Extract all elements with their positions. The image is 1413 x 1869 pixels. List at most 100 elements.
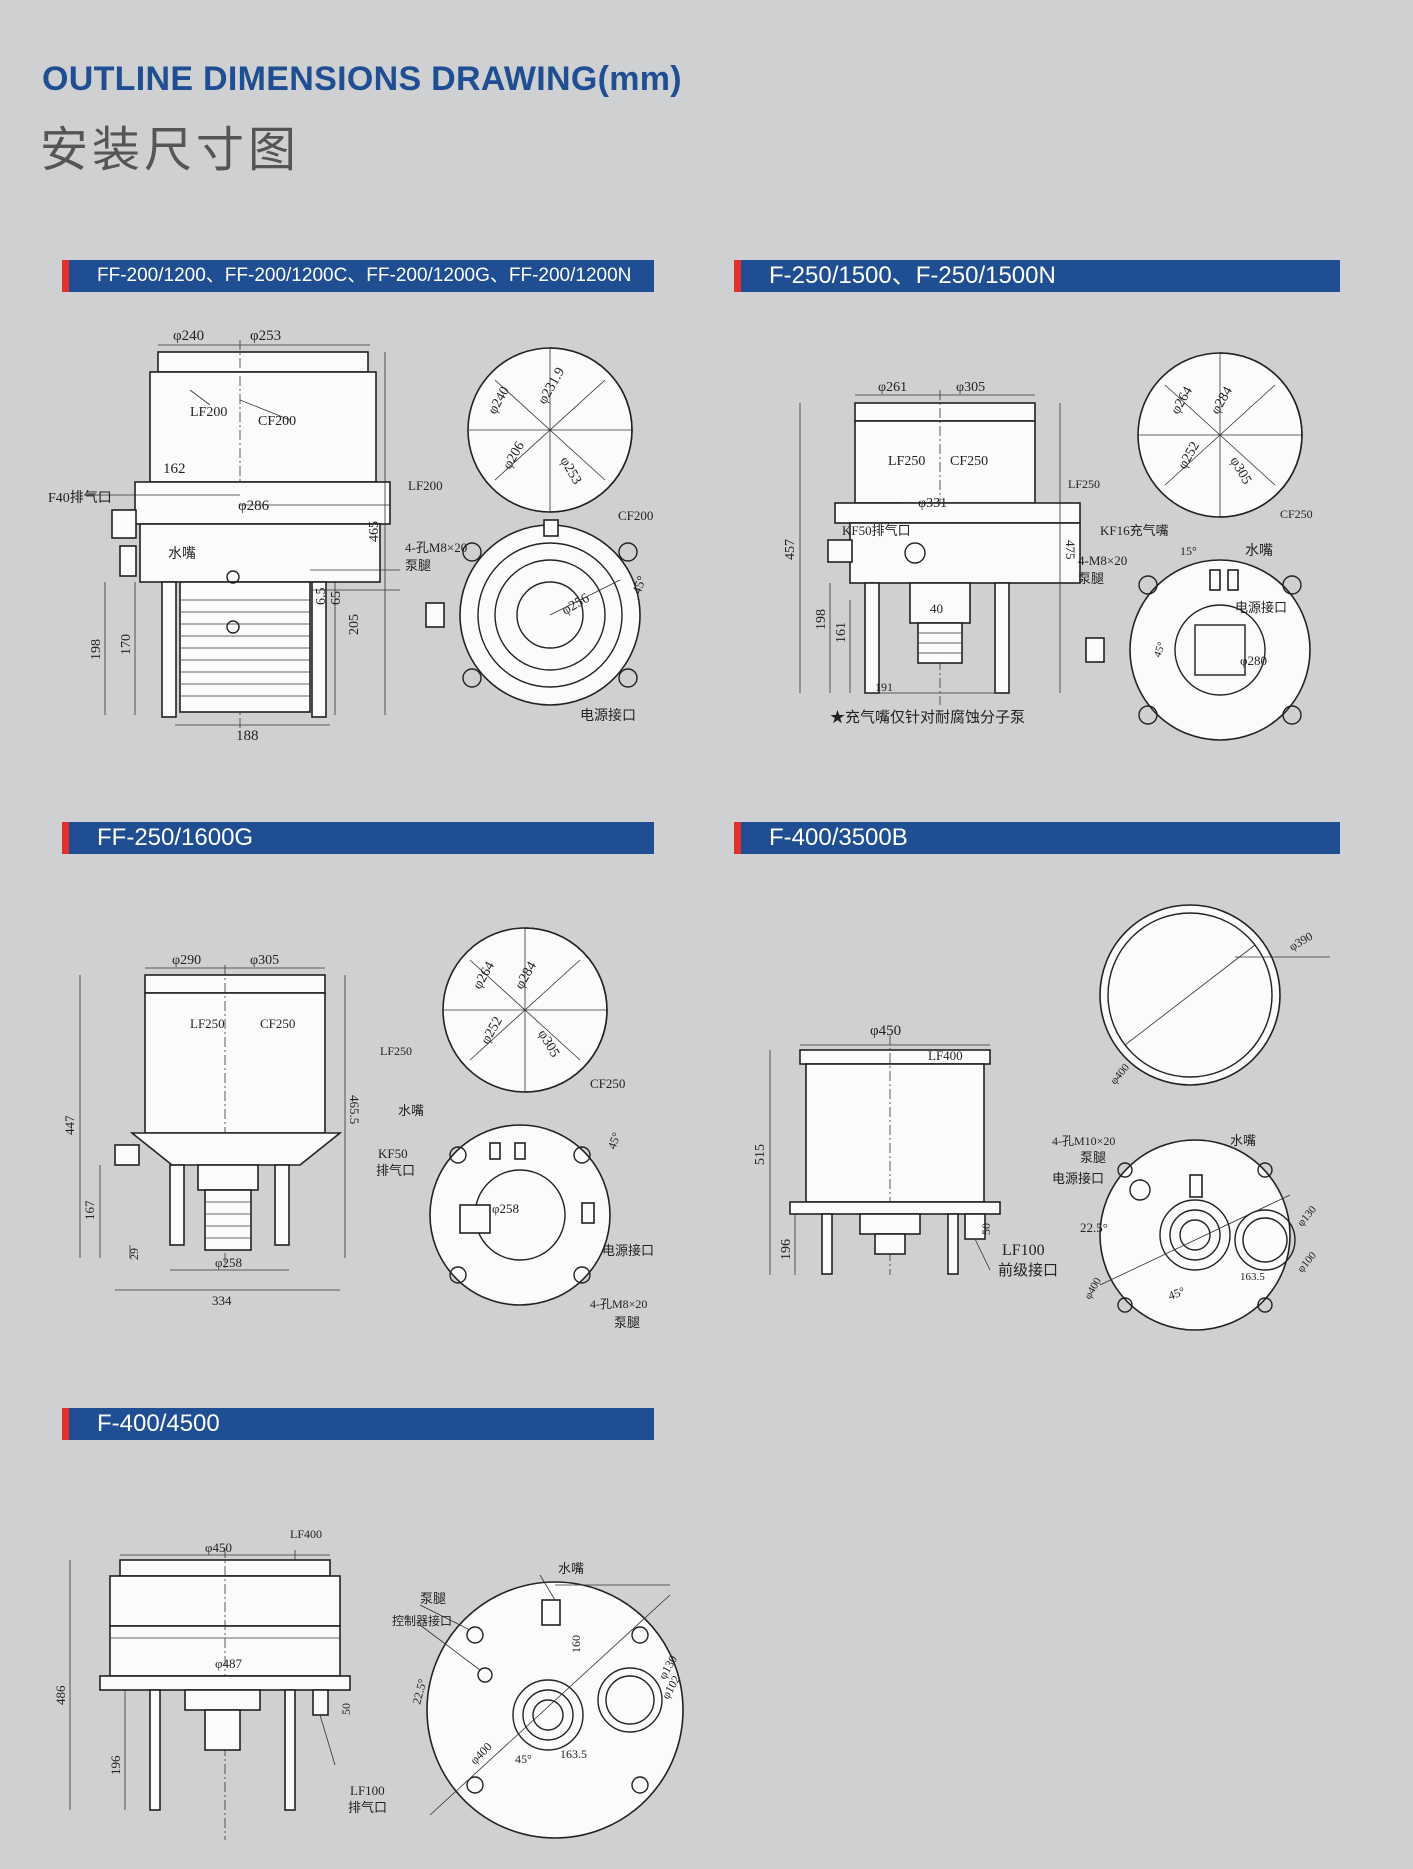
- bottom-label-water: 水嘴: [398, 1103, 424, 1118]
- dim-d253: φ253: [250, 328, 281, 344]
- bottom-label-water: 水嘴: [1230, 1133, 1256, 1148]
- dim-205: 205: [347, 614, 362, 635]
- label-vent: KF50排气口: [842, 523, 911, 538]
- bottom-label-power: 电源接口: [580, 707, 636, 724]
- bottom-dim-d130: φ130: [1295, 1203, 1319, 1229]
- dim-50: 50: [339, 1703, 353, 1715]
- bottom-dim-d258: φ258: [492, 1201, 519, 1216]
- bottom-label-holes: 4-孔M10×20: [1052, 1134, 1115, 1148]
- top-label-cf250: CF250: [590, 1076, 625, 1091]
- section-header-f400-4500: F-400/4500: [62, 1408, 654, 1440]
- angle-45: 45°: [515, 1752, 532, 1766]
- dim-d487: φ487: [215, 1656, 243, 1671]
- dim-465-5: 465.5: [347, 1095, 362, 1124]
- label-lf100: LF100: [1002, 1242, 1045, 1259]
- dim-161: 161: [834, 622, 849, 643]
- bottom-label-vent: 排气口: [376, 1163, 415, 1178]
- bottom-label-kf50: KF50: [378, 1146, 408, 1161]
- label-water: 水嘴: [558, 1561, 584, 1576]
- label-lf400: LF400: [928, 1048, 963, 1063]
- dim-d240: φ240: [173, 328, 204, 344]
- note-corrosion: ★充气嘴仅针对耐腐蚀分子泵: [830, 708, 1025, 726]
- bottom-angle-45: 45°: [605, 1130, 624, 1151]
- bottom-label-legs: 泵腿: [405, 558, 431, 573]
- dim-486: 486: [53, 1685, 68, 1705]
- label-fore: 前级接口: [998, 1262, 1058, 1279]
- dim-d305: φ305: [250, 953, 279, 968]
- label-vent: 排气口: [348, 1800, 387, 1815]
- label-cf250: CF250: [260, 1016, 295, 1031]
- bottom-angle-45: 45°: [1166, 1284, 1187, 1303]
- bottom-label-power: 电源接口: [602, 1243, 654, 1258]
- f400b-top-view: φ390 φ400 4-孔M10×20 泵腿 水嘴 电源接口 22.5° 45°…: [1052, 904, 1330, 1331]
- ff250g-side-view: φ290 φ305 LF250 CF250 447 465.5 167 29 φ…: [62, 953, 362, 1308]
- label-cf200: CF200: [258, 414, 296, 429]
- label-lf100: LF100: [350, 1783, 385, 1798]
- page-title: OUTLINE DIMENSIONS DRAWING(mm): [42, 60, 682, 98]
- bottom-label-power: 电源接口: [1235, 600, 1287, 615]
- dim-d290: φ290: [172, 953, 201, 968]
- section-header-f400-3500b: F-400/3500B: [734, 822, 1340, 854]
- top-dim-d400: φ400: [1108, 1061, 1132, 1087]
- angle-22-5: 22.5°: [409, 1677, 429, 1706]
- bottom-dim-163-5: 163.5: [1240, 1271, 1265, 1283]
- bottom-label-holes: 4-孔M8×20: [405, 540, 467, 555]
- bottom-angle-45: 45°: [1152, 640, 1169, 659]
- section-header-f250: F-250/1500、F-250/1500N: [734, 260, 1340, 292]
- ff200-top-view: φ240 φ231.9 φ206 φ253 LF200 CF200 4-孔M8×…: [405, 347, 653, 724]
- top-label-cf200: CF200: [618, 508, 653, 523]
- dim-40: 40: [930, 601, 943, 616]
- dim-447: 447: [62, 1115, 77, 1135]
- label-water: 水嘴: [168, 546, 196, 562]
- label-vent: F40排气口: [48, 490, 112, 506]
- top-label-cf250: CF250: [1280, 507, 1313, 521]
- bottom-label-legs: 泵腿: [1080, 1150, 1106, 1165]
- dim-29: 29: [127, 1248, 141, 1260]
- top-dim-d390: φ390: [1287, 929, 1316, 954]
- bottom-angle-45: 45°: [629, 574, 649, 596]
- dim-160: 160: [569, 1635, 583, 1653]
- dim-170: 170: [119, 634, 134, 655]
- bottom-label-legs: 泵腿: [614, 1315, 640, 1330]
- f4500-side-view: φ450 LF400 φ487 486 196 50 LF100 排气口: [53, 1527, 387, 1840]
- dim-d331: φ331: [918, 496, 947, 511]
- bottom-label-holes: 4-孔M8×20: [590, 1297, 647, 1311]
- dim-196: 196: [108, 1755, 123, 1775]
- bottom-label-kf16: KF16充气嘴: [1100, 523, 1169, 538]
- label-legs: 泵腿: [420, 1591, 446, 1606]
- dim-162: 162: [163, 461, 186, 477]
- bottom-angle-15: 15°: [1180, 544, 1197, 558]
- bottom-angle-22-5: 22.5°: [1080, 1220, 1108, 1235]
- dim-d258: φ258: [215, 1255, 242, 1270]
- top-label-lf250: LF250: [1068, 477, 1100, 491]
- ff250g-top-view: φ264 φ284 φ252 φ305 LF250 CF250 水嘴 KF50 …: [376, 927, 654, 1330]
- dim-191: 191: [875, 680, 893, 694]
- dim-475: 475: [1063, 540, 1078, 560]
- dim-d286: φ286: [238, 498, 270, 514]
- dim-465: 465: [367, 521, 382, 542]
- f250-side-view: φ261 φ305 LF250 CF250 φ331 KF50排气口 457 4…: [783, 380, 1081, 726]
- f400b-side-view: φ450 LF400 515 196 50 LF100 前级接口: [753, 1023, 1058, 1279]
- label-lf250: LF250: [190, 1016, 225, 1031]
- bottom-dim-d400: φ400: [1082, 1275, 1104, 1301]
- page-subtitle: 安装尺寸图: [40, 122, 301, 178]
- label-lf400: LF400: [290, 1527, 322, 1541]
- section-header-ff200: FF-200/1200、FF-200/1200C、FF-200/1200G、FF…: [62, 260, 654, 292]
- bottom-label-holes: 4-M8×20: [1078, 553, 1127, 568]
- bottom-dim-d280: φ280: [1240, 653, 1267, 668]
- dim-515: 515: [753, 1144, 768, 1165]
- dim-50: 50: [979, 1223, 993, 1235]
- ff200-side-view: φ240 φ253 LF200 CF200 162 φ286 F40排气口 水嘴…: [48, 328, 400, 744]
- bottom-label-legs: 泵腿: [1078, 571, 1104, 586]
- dim-163-5: 163.5: [560, 1747, 587, 1761]
- section-header-ff250-1600g: FF-250/1600G: [62, 822, 654, 854]
- dim-457: 457: [783, 539, 798, 560]
- dim-196: 196: [779, 1239, 794, 1260]
- dim-d305: φ305: [956, 380, 985, 395]
- dim-334: 334: [212, 1293, 232, 1308]
- bottom-label-water: 水嘴: [1245, 543, 1273, 559]
- top-label-lf200: LF200: [408, 478, 443, 493]
- label-lf200: LF200: [190, 405, 227, 420]
- label-cf250: CF250: [950, 454, 988, 469]
- label-controller-port: 控制器接口: [392, 1613, 452, 1628]
